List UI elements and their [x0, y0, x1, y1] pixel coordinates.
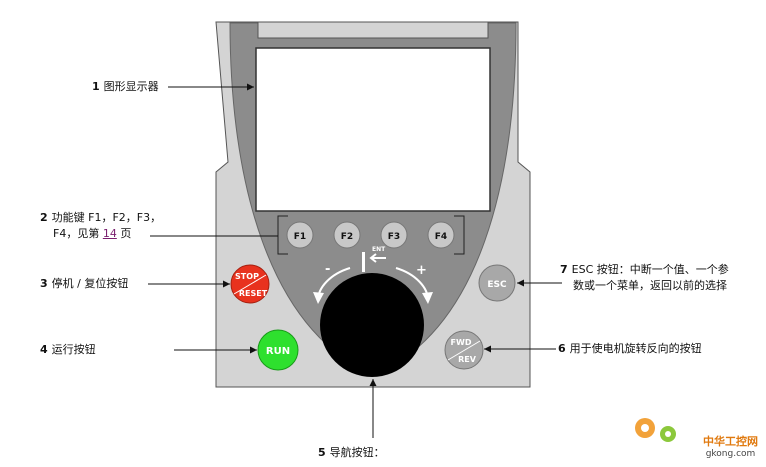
ent-arrow-icon: [369, 253, 386, 263]
f1-key[interactable]: [286, 221, 314, 249]
watermark-gears-icon: [635, 418, 676, 442]
reset-label: RESET: [239, 289, 268, 298]
esc-button[interactable]: [478, 264, 516, 302]
minus-label: -: [325, 262, 330, 277]
plus-label: +: [416, 263, 427, 278]
f3-key[interactable]: [380, 221, 408, 249]
navigation-jog-dial[interactable]: [320, 273, 424, 377]
f2-key-label: F2: [341, 232, 353, 242]
fwd-label: FWD: [451, 338, 472, 347]
ent-bar-icon: [362, 252, 365, 272]
fwd-rev-button[interactable]: [444, 330, 484, 370]
graphic-display: [255, 47, 491, 212]
esc-label: ESC: [487, 280, 507, 290]
stop-reset-button[interactable]: [230, 264, 270, 304]
panel-notch: [257, 21, 489, 39]
f4-key[interactable]: [427, 221, 455, 249]
f3-key-label: F3: [388, 232, 400, 242]
watermark: 中华工控网 gkong.com: [703, 435, 758, 459]
fkey-bracket-right: [454, 215, 465, 255]
run-button[interactable]: [257, 329, 299, 371]
f2-key[interactable]: [333, 221, 361, 249]
fkey-bracket: [277, 215, 288, 255]
rotate-cw-arrowhead-icon: [422, 292, 433, 304]
f4-key-label: F4: [435, 232, 447, 242]
run-label: RUN: [266, 346, 290, 357]
rev-label: REV: [458, 355, 477, 364]
ent-label: ENT: [372, 246, 386, 253]
rotate-ccw-arrowhead-icon: [313, 292, 324, 304]
f1-key-label: F1: [294, 232, 306, 242]
stop-label: STOP: [235, 272, 259, 281]
page-ref-link[interactable]: 14: [102, 227, 117, 240]
